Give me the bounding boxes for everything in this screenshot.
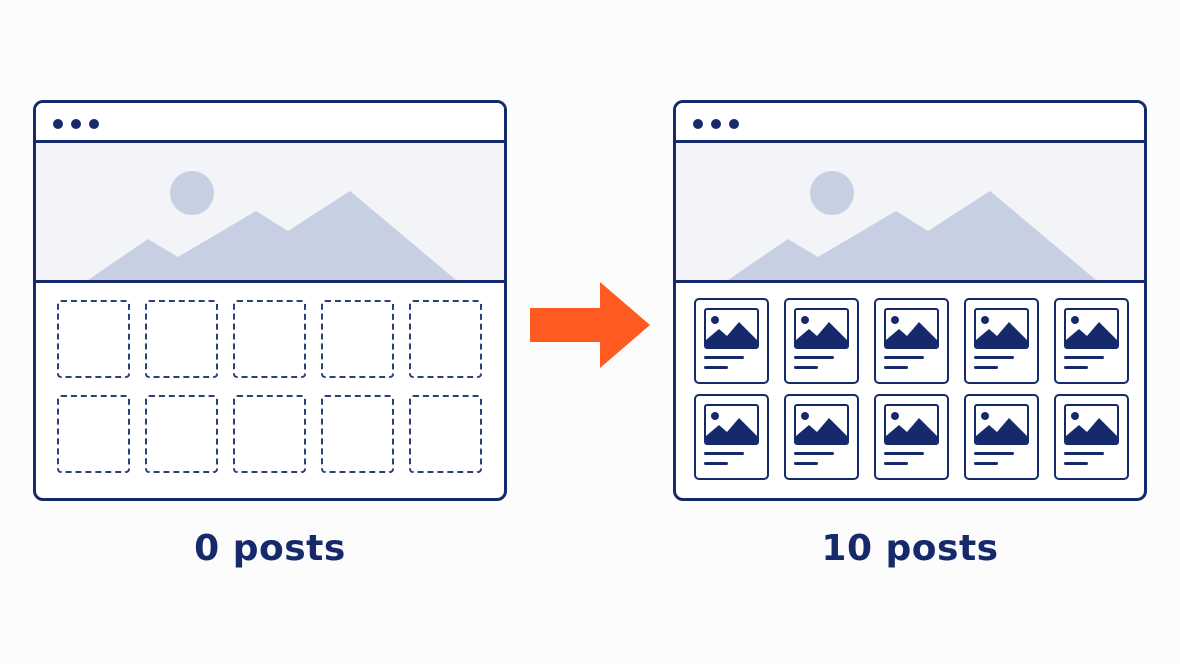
post-title-line xyxy=(1064,356,1104,359)
window-dot-icon xyxy=(89,119,99,129)
posts-grid-filled xyxy=(676,283,1144,498)
image-icon xyxy=(974,404,1029,445)
image-icon xyxy=(884,308,939,349)
post-card xyxy=(874,298,949,384)
post-text-line xyxy=(974,462,998,465)
mountains-shape xyxy=(88,191,456,280)
post-text-line xyxy=(704,462,728,465)
post-title-line xyxy=(794,452,834,455)
image-icon xyxy=(884,404,939,445)
sun-circle xyxy=(810,171,854,215)
window-dot-icon xyxy=(711,119,721,129)
image-icon xyxy=(1064,308,1119,349)
window-dot-icon xyxy=(71,119,81,129)
mountain-image-icon xyxy=(88,171,456,280)
empty-post-slot xyxy=(233,395,306,473)
image-icon xyxy=(794,404,849,445)
hero-banner xyxy=(676,143,1144,283)
image-icon xyxy=(1064,404,1119,445)
post-card xyxy=(694,298,769,384)
post-card xyxy=(784,394,859,480)
post-title-line xyxy=(1064,452,1104,455)
post-card xyxy=(1054,298,1129,384)
window-dot-icon xyxy=(693,119,703,129)
post-card xyxy=(874,394,949,480)
post-text-line xyxy=(1064,366,1088,369)
mountain-image-icon xyxy=(728,171,1096,280)
post-title-line xyxy=(974,452,1014,455)
post-title-line xyxy=(884,452,924,455)
post-title-line xyxy=(794,356,834,359)
empty-post-slot xyxy=(321,395,394,473)
post-text-line xyxy=(884,462,908,465)
image-icon xyxy=(794,308,849,349)
empty-post-slot xyxy=(233,300,306,378)
post-title-line xyxy=(704,452,744,455)
browser-window-after xyxy=(673,100,1147,501)
before-label: 0 posts xyxy=(194,528,346,569)
post-text-line xyxy=(794,366,818,369)
post-title-line xyxy=(884,356,924,359)
image-icon xyxy=(704,404,759,445)
post-card xyxy=(694,394,769,480)
after-label: 10 posts xyxy=(821,528,999,569)
arrow-right-icon xyxy=(530,282,650,368)
empty-post-slot xyxy=(57,395,130,473)
mountains-shape xyxy=(728,191,1096,280)
window-titlebar xyxy=(676,103,1144,143)
post-text-line xyxy=(704,366,728,369)
empty-post-slot xyxy=(321,300,394,378)
post-card xyxy=(1054,394,1129,480)
sun-circle xyxy=(170,171,214,215)
browser-window-before xyxy=(33,100,507,501)
post-text-line xyxy=(794,462,818,465)
post-card xyxy=(784,298,859,384)
image-icon xyxy=(974,308,1029,349)
post-card xyxy=(964,298,1039,384)
window-dot-icon xyxy=(53,119,63,129)
post-text-line xyxy=(1064,462,1088,465)
empty-post-slot xyxy=(57,300,130,378)
post-text-line xyxy=(884,366,908,369)
empty-post-slot xyxy=(409,300,482,378)
post-title-line xyxy=(974,356,1014,359)
hero-banner xyxy=(36,143,504,283)
image-icon xyxy=(704,308,759,349)
post-title-line xyxy=(704,356,744,359)
window-dot-icon xyxy=(729,119,739,129)
window-titlebar xyxy=(36,103,504,143)
empty-post-slot xyxy=(145,300,218,378)
post-card xyxy=(964,394,1039,480)
empty-post-slot xyxy=(145,395,218,473)
empty-post-slot xyxy=(409,395,482,473)
post-text-line xyxy=(974,366,998,369)
posts-grid-empty xyxy=(36,283,504,498)
